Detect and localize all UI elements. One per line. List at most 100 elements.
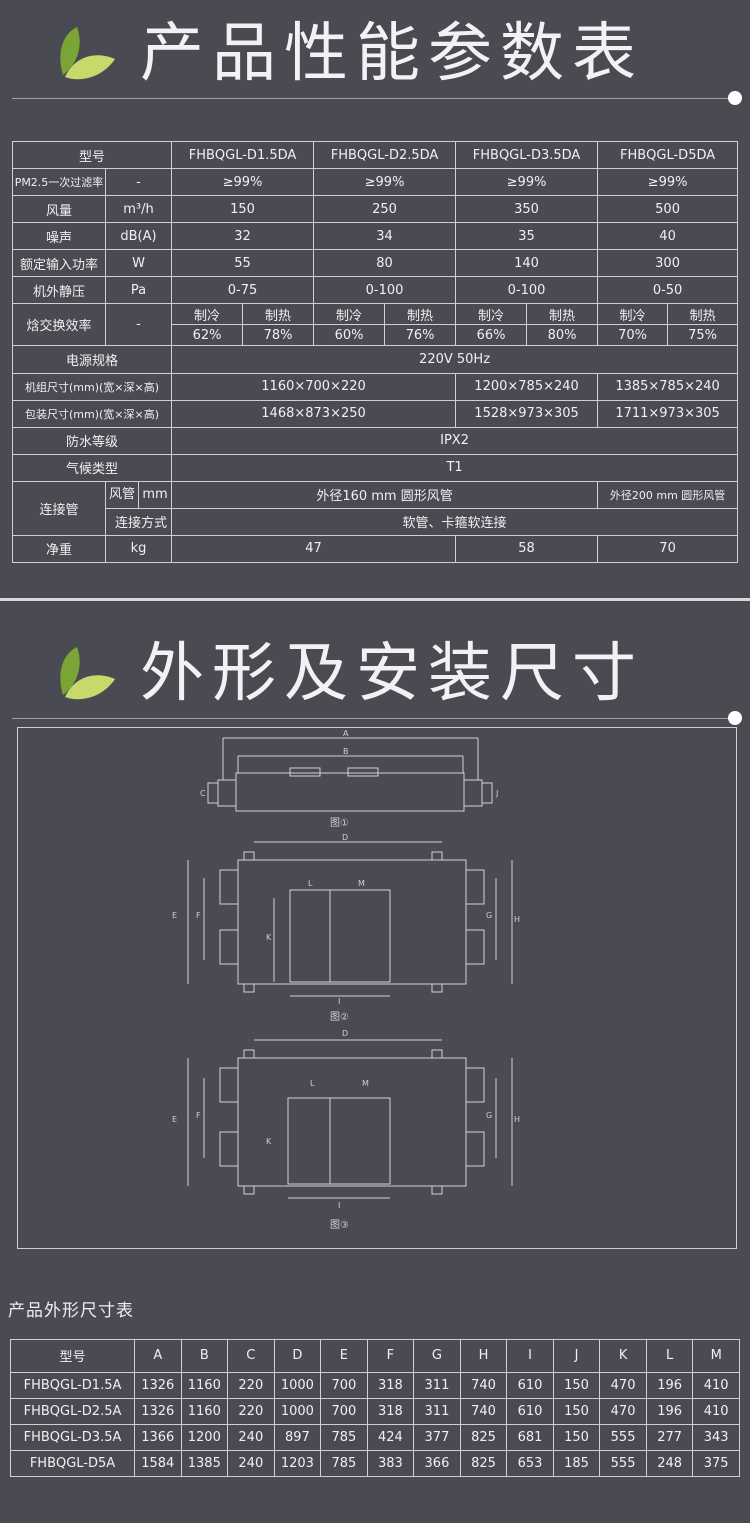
header-cell: G [413, 1339, 461, 1373]
row-label: 防水等级 [11, 426, 173, 455]
table-cell: FHBQGL-D1.5A [10, 1371, 135, 1399]
unit-cell: Pa [104, 276, 173, 305]
header-cell: A [134, 1339, 182, 1373]
header-cell: D [273, 1339, 322, 1373]
table-row: 机组尺寸(mm)(宽×深×高) 1160×700×220 1200×785×24… [11, 372, 739, 401]
table-cell: 610 [506, 1371, 554, 1399]
dim-label: I [338, 1201, 340, 1210]
dim-label: L [310, 1079, 315, 1088]
leaf-icon [60, 647, 115, 700]
unit-cell: - [104, 303, 173, 347]
row-label: 连接管 [12, 480, 106, 536]
header-cell: I [506, 1339, 554, 1373]
table-cell: 318 [366, 1397, 415, 1425]
header-cell: J [552, 1339, 601, 1373]
dim-label: F [196, 1111, 201, 1120]
dim-label: I [338, 997, 340, 1006]
value-cell: ≥99% [313, 168, 457, 197]
mode-cell: 制冷 [597, 303, 669, 326]
value-cell: 32 [171, 222, 315, 251]
header-cell: E [320, 1339, 368, 1373]
table-row: 电源规格 220V 50Hz [11, 345, 739, 374]
table-cell: 377 [413, 1423, 461, 1451]
value-cell: 70 [597, 534, 739, 564]
table-cell: 700 [320, 1397, 368, 1425]
value-cell: 80 [313, 249, 457, 278]
header-cell: M [692, 1339, 740, 1373]
dim-label: L [308, 879, 313, 888]
value-cell: 60% [313, 324, 386, 347]
value-cell: IPX2 [171, 426, 739, 455]
dim-label: F [196, 911, 201, 920]
table-cell: 1326 [134, 1397, 182, 1425]
dim-label: K [266, 1137, 272, 1146]
dim-label: M [362, 1079, 369, 1088]
table-cell: 1584 [134, 1449, 182, 1478]
value-cell: 0-100 [313, 276, 457, 305]
table-cell: 196 [645, 1371, 694, 1399]
value-cell: 1385×785×240 [597, 372, 739, 401]
table-row: FHBQGL-D1.5A 1326 1160 220 1000 700 318 … [10, 1371, 740, 1399]
table-cell: 1000 [273, 1371, 322, 1399]
table-cell: 150 [552, 1371, 601, 1399]
value-cell: 35 [455, 222, 599, 251]
rule-end-dot [728, 711, 742, 725]
table-cell: 1000 [273, 1397, 322, 1425]
value-cell: 350 [455, 195, 599, 224]
table-cell: 555 [599, 1449, 647, 1478]
split-cell: 风管 mm [104, 480, 173, 509]
table-cell: 825 [459, 1449, 508, 1478]
value-cell: ≥99% [597, 168, 739, 197]
section-divider [0, 598, 750, 601]
table-cell: 1326 [134, 1371, 182, 1399]
table-cell: 311 [413, 1371, 461, 1399]
table-row: FHBQGL-D2.5A 1326 1160 220 1000 700 318 … [10, 1397, 740, 1425]
value-cell: 300 [597, 249, 739, 278]
figure-3: D E F G H I K L M 图③ [172, 1029, 520, 1231]
value-cell: 34 [313, 222, 457, 251]
table-cell: 1385 [180, 1449, 229, 1478]
table-cell: 740 [459, 1371, 508, 1399]
table-row: 噪声 dB(A) 32 34 35 40 [12, 222, 739, 251]
header-cell: F [366, 1339, 415, 1373]
value-cell: 1528×973×305 [455, 399, 599, 428]
dim-label: H [514, 1115, 520, 1124]
value-cell: 220V 50Hz [171, 345, 739, 374]
table-cell: 375 [692, 1449, 740, 1478]
table-cell: 785 [320, 1449, 368, 1478]
figure-label: 图③ [330, 1219, 349, 1231]
value-cell: 500 [597, 195, 739, 224]
table-cell: 410 [692, 1397, 740, 1425]
dim-label: D [342, 1029, 348, 1038]
dim-label: M [358, 879, 365, 888]
method-label: 连接方式 [104, 507, 173, 536]
table-cell: 185 [552, 1449, 601, 1478]
value-cell: 外径160 mm 圆形风管 [171, 480, 599, 509]
table-row: 防水等级 IPX2 [11, 426, 739, 455]
table-cell: 240 [227, 1423, 275, 1451]
table-cell: 653 [506, 1449, 554, 1478]
dim-label: H [514, 915, 520, 924]
value-cell: T1 [171, 453, 739, 482]
table-cell: 1203 [273, 1449, 322, 1478]
header-cell: L [645, 1339, 694, 1373]
table-row: 净重 kg 47 58 70 [12, 534, 739, 564]
value-cell: 0-75 [171, 276, 315, 305]
table-cell: 740 [459, 1397, 508, 1425]
table-cell: FHBQGL-D3.5A [10, 1423, 135, 1451]
figure-label: 图① [330, 817, 349, 829]
table-cell: 555 [599, 1423, 647, 1451]
row-label: 包装尺寸(mm)(宽×深×高) [11, 399, 173, 428]
leaf-icon [60, 27, 115, 80]
value-cell: 250 [313, 195, 457, 224]
table-cell: 700 [320, 1371, 368, 1399]
table-cell: 150 [552, 1423, 601, 1451]
dim-label: B [343, 747, 349, 756]
unit-cell: m³/h [104, 195, 173, 224]
rule-end-dot [728, 91, 742, 105]
header-cell: 型号 [10, 1339, 135, 1373]
mode-cell: 制冷 [171, 303, 244, 326]
table-cell: 383 [366, 1449, 415, 1478]
model-cell: FHBQGL-D2.5DA [313, 140, 457, 170]
value-cell: 58 [455, 534, 599, 564]
